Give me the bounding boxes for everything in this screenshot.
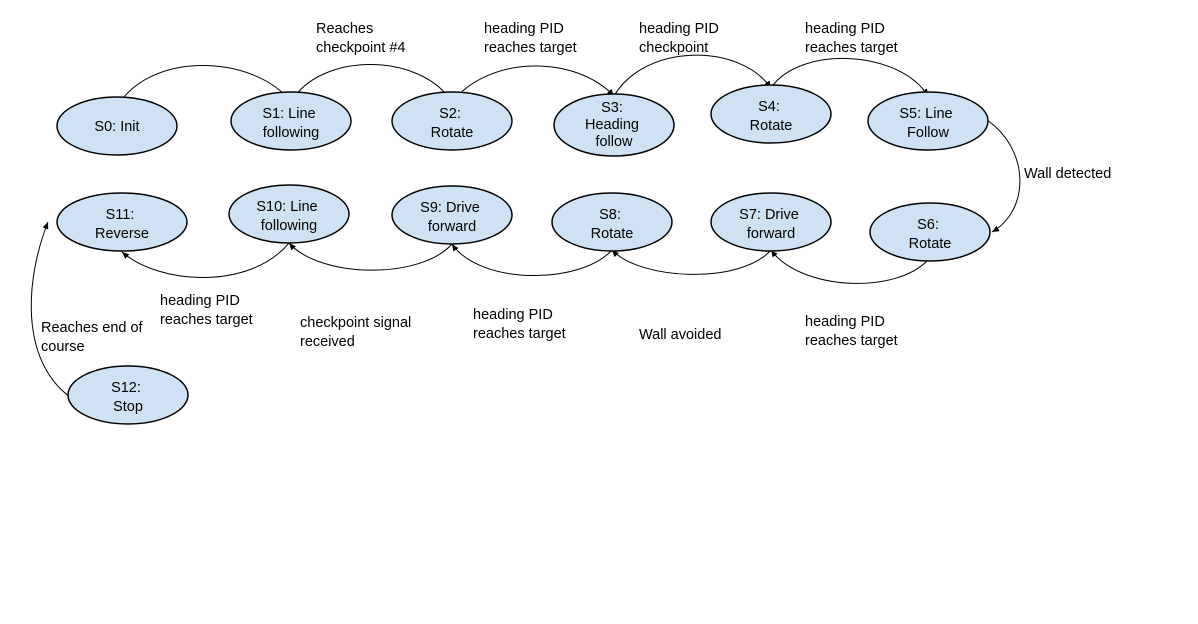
edge-s0-s1 (116, 65, 292, 108)
state-s3: S3: Heading follow (553, 93, 675, 157)
state-s8: S8: Rotate (551, 192, 673, 252)
svg-text:S2: Rotate: S2: Rotate (431, 106, 474, 141)
state-s5: S5: Line Follow (867, 91, 989, 151)
svg-text:S8: Rotate: S8: Rotate (591, 207, 634, 242)
label-s3-s4: heading PID checkpoint (639, 21, 723, 56)
edge-s4-s5 (770, 57, 929, 97)
label-s12-s11: Reaches end of course (41, 320, 147, 355)
state-s1: S1: Line following (230, 91, 352, 151)
edge-s8-s9 (451, 243, 613, 277)
label-s8-s9: heading PID reaches target (473, 307, 566, 342)
label-s1-s2: Reaches checkpoint #4 (316, 21, 405, 56)
edge-s5-s6 (986, 119, 1021, 233)
label-s2-s3: heading PID reaches target (484, 21, 577, 56)
transitions-layer (30, 54, 1021, 398)
state-s10: S10: Line following (228, 184, 350, 244)
edge-s3-s4 (613, 54, 772, 97)
svg-text:S1: Line following: S1: Line following (262, 106, 319, 141)
svg-text:S11: Reverse: S11: Reverse (95, 207, 149, 242)
svg-text:S3: Heading fo: S3: Heading follow (585, 100, 643, 150)
svg-text:S0: Init: S0: Init (94, 119, 139, 135)
svg-text:S5: Line Follow: S5: Line Follow (899, 106, 956, 141)
edge-s12-s11 (30, 221, 71, 398)
svg-text:S6: Rotate: S6: Rotate (909, 217, 952, 252)
svg-text:S10: Line following: S10: Line following (256, 199, 321, 234)
edge-s10-s11 (121, 242, 290, 278)
label-s6-s7: heading PID reaches target (805, 314, 898, 349)
svg-text:S7: Drive forward: S7: Drive forward (739, 207, 803, 242)
svg-text:S9: Drive forward: S9: Drive forward (420, 200, 484, 235)
state-s2: S2: Rotate (391, 91, 513, 151)
state-s11: S11: Reverse (56, 192, 188, 252)
state-s9: S9: Drive forward (391, 185, 513, 245)
states-layer: S0: Init S1: Line following S2: Rotate S… (56, 84, 991, 425)
state-s12: S12: Stop (67, 365, 189, 425)
edge-s9-s10 (288, 242, 453, 271)
transition-labels-layer: Reaches checkpoint #4 heading PID reache… (41, 21, 1111, 355)
svg-text:S12: Stop: S12: Stop (111, 380, 145, 415)
edge-s1-s2 (290, 64, 453, 103)
edge-s6-s7 (770, 249, 929, 284)
edge-s7-s8 (611, 249, 772, 275)
svg-text:S4: Rotate: S4: Rotate (750, 99, 793, 134)
state-s0: S0: Init (56, 96, 178, 156)
label-s9-s10: checkpoint signal received (300, 315, 415, 350)
label-s5-s6: Wall detected (1024, 166, 1111, 182)
label-s10-s11: heading PID reaches target (160, 293, 253, 328)
edge-s2-s3 (451, 65, 615, 103)
state-s7: S7: Drive forward (710, 192, 832, 252)
label-s7-s8: Wall avoided (639, 327, 721, 343)
state-s6: S6: Rotate (869, 202, 991, 262)
label-s4-s5: heading PID reaches target (805, 21, 898, 56)
state-s4: S4: Rotate (710, 84, 832, 144)
